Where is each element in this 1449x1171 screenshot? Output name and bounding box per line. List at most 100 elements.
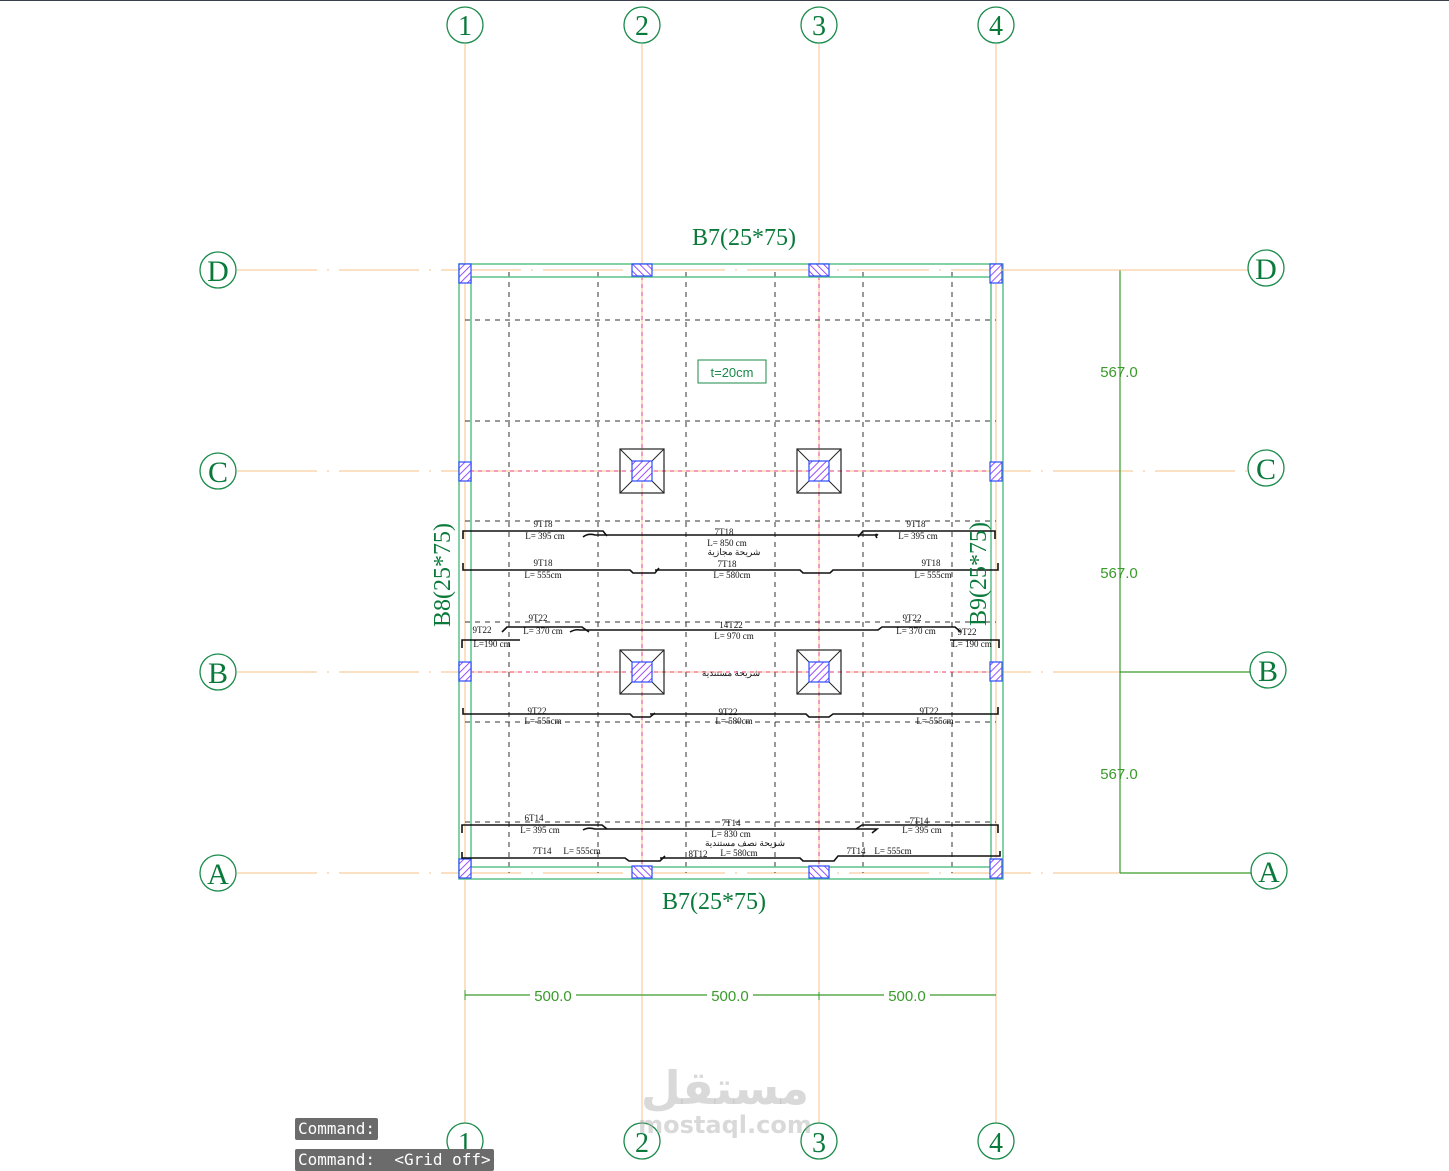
grid-bubbles-top: 1 2 3 4 [446, 6, 1015, 44]
svg-text:L= 190 cm: L= 190 cm [952, 639, 992, 649]
column-B3 [796, 649, 842, 695]
svg-text:C: C [1256, 453, 1276, 486]
svg-text:9T22: 9T22 [958, 627, 977, 637]
column-B2 [619, 649, 665, 695]
grid-bubble-A: A [207, 858, 229, 891]
column-D1 [458, 263, 472, 284]
grid-bubble-D: D [207, 255, 229, 288]
svg-text:L= 580cm: L= 580cm [713, 570, 750, 580]
svg-text:L= 370 cm: L= 370 cm [523, 626, 563, 636]
svg-text:شريحة مجازية: شريحة مجازية [708, 547, 761, 558]
svg-text:L= 555cm: L= 555cm [524, 570, 561, 580]
svg-text:9T18: 9T18 [922, 558, 941, 568]
strip-lines-vertical [508, 272, 953, 873]
svg-text:L=190 cm: L=190 cm [473, 639, 510, 649]
svg-text:L= 830 cm: L= 830 cm [711, 829, 751, 839]
column-C1 [458, 461, 472, 482]
dimension-B-A: 567.0 [1100, 766, 1138, 783]
column-A3 [808, 865, 830, 879]
dimension-1-2: 500.0 [534, 988, 572, 1005]
column-A2 [631, 865, 653, 879]
svg-text:7T18: 7T18 [715, 527, 734, 537]
dimension-C-B: 567.0 [1100, 565, 1138, 582]
svg-text:شريحة نصف مستندية: شريحة نصف مستندية [705, 838, 785, 849]
window-top-border [0, 0, 1449, 1]
grid-bubble-4: 4 [989, 11, 1003, 42]
column-B1 [458, 661, 472, 682]
column-B4 [989, 661, 1003, 682]
svg-text:9T22: 9T22 [528, 706, 547, 716]
rebar-labels: 9T18 L= 395 cm 7T18 L= 850 cm شريحة مجاز… [473, 519, 992, 859]
slab-thickness-tag: t=20cm [697, 359, 767, 384]
svg-text:14T22: 14T22 [719, 620, 743, 630]
column-C4 [989, 461, 1003, 482]
svg-text:9T18: 9T18 [534, 519, 553, 529]
svg-text:L= 395 cm: L= 395 cm [525, 531, 565, 541]
grid-lines-vertical [464, 44, 997, 1125]
svg-text:2: 2 [635, 1128, 649, 1159]
column-D2 [631, 263, 653, 277]
beam-outlines [458, 263, 1004, 880]
svg-text:L= 555cm: L= 555cm [914, 570, 951, 580]
svg-text:A: A [1258, 856, 1280, 889]
svg-text:9T22: 9T22 [719, 707, 738, 717]
grid-bubbles-left: D C B A [199, 251, 237, 892]
svg-text:t=20cm: t=20cm [711, 365, 754, 380]
svg-text:L= 555cm: L= 555cm [874, 846, 911, 856]
svg-text:شريحة مستندية: شريحة مستندية [702, 668, 760, 679]
command-line-history: Command: [295, 1118, 379, 1140]
svg-text:L= 370 cm: L= 370 cm [896, 626, 936, 636]
svg-text:9T22: 9T22 [529, 613, 548, 623]
beam-label-right: B9(25*75) [966, 522, 992, 626]
grid-bubble-3: 3 [812, 11, 826, 42]
column-D3 [808, 263, 830, 277]
svg-text:L= 580cm: L= 580cm [715, 716, 752, 726]
grid-bubbles-right: D C B A [1247, 249, 1288, 890]
svg-text:9T22: 9T22 [903, 613, 922, 623]
dimension-horizontal: 500.0 500.0 500.0 [464, 988, 996, 1005]
svg-text:4: 4 [989, 1128, 1003, 1159]
interior-columns [619, 448, 842, 695]
svg-text:9T22: 9T22 [473, 625, 492, 635]
svg-text:L= 555cm: L= 555cm [524, 716, 561, 726]
columns [458, 263, 1003, 879]
column-A4 [989, 858, 1003, 879]
strip-lines-horizontal [465, 319, 996, 823]
dimension-D-C: 567.0 [1100, 364, 1138, 381]
grid-bubble-C: C [208, 456, 228, 489]
svg-text:9T18: 9T18 [907, 519, 926, 529]
svg-text:L= 395 cm: L= 395 cm [898, 531, 938, 541]
svg-text:9T22: 9T22 [920, 706, 939, 716]
svg-text:L= 555cm: L= 555cm [916, 716, 953, 726]
svg-text:7T14: 7T14 [847, 846, 866, 856]
grid-bubbles-bottom: 1 2 3 4 [446, 1122, 1015, 1160]
command-line-last: Command: <Grid off> [295, 1149, 494, 1171]
svg-text:9T18: 9T18 [534, 558, 553, 568]
column-C2 [619, 448, 665, 494]
svg-text:8T12: 8T12 [689, 849, 708, 859]
svg-text:7T14: 7T14 [533, 846, 552, 856]
dimension-2-3: 500.0 [711, 988, 749, 1005]
svg-text:L= 395 cm: L= 395 cm [520, 825, 560, 835]
svg-text:6T14: 6T14 [525, 813, 544, 823]
svg-text:L= 970 cm: L= 970 cm [714, 631, 754, 641]
svg-text:L= 395 cm: L= 395 cm [902, 825, 942, 835]
dimension-3-4: 500.0 [888, 988, 926, 1005]
column-C3 [796, 448, 842, 494]
column-D4 [989, 263, 1003, 284]
svg-text:L= 580cm: L= 580cm [720, 848, 757, 858]
grid-bubble-1: 1 [458, 11, 472, 42]
svg-text:7T14: 7T14 [722, 818, 741, 828]
svg-text:7T18: 7T18 [718, 559, 737, 569]
svg-text:D: D [1255, 253, 1277, 286]
grid-bubble-B: B [208, 657, 228, 690]
column-axis-lines [470, 276, 996, 873]
beam-label-top: B7(25*75) [692, 225, 796, 251]
beam-label-bottom: B7(25*75) [662, 889, 766, 915]
rebar-lines [461, 530, 1001, 862]
svg-text:7T14: 7T14 [910, 816, 929, 826]
beam-label-left: B8(25*75) [430, 523, 456, 627]
dimension-vertical: 567.0 567.0 567.0 [1000, 269, 1252, 874]
svg-text:B: B [1258, 655, 1278, 688]
